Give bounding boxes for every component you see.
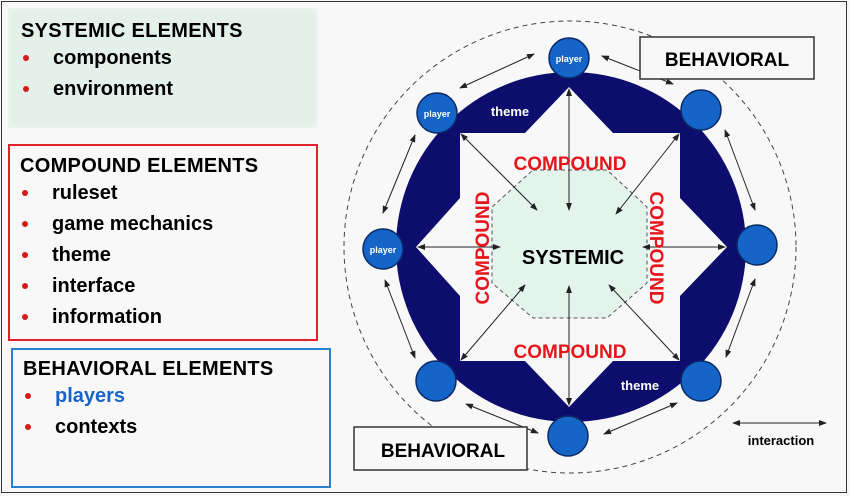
item-label: information xyxy=(52,306,162,328)
player-label: player xyxy=(424,109,451,119)
arrow xyxy=(725,278,756,358)
player-node xyxy=(680,360,722,402)
arrow xyxy=(724,129,756,211)
arrow xyxy=(459,53,535,89)
arrow xyxy=(603,402,678,435)
player-node xyxy=(362,228,404,270)
bullet-icon xyxy=(23,86,29,92)
arrow xyxy=(460,133,538,211)
compound-label-right: COMPOUND xyxy=(645,192,666,305)
theme-label: theme xyxy=(621,378,659,393)
arrow xyxy=(615,133,680,215)
behavioral-box-top xyxy=(639,36,815,80)
item-label: players xyxy=(55,385,126,407)
player-node xyxy=(547,415,589,457)
behavioral-boundary xyxy=(343,20,797,474)
bullet-icon xyxy=(25,393,31,399)
bullet-icon xyxy=(22,252,28,258)
behavioral-label-bottom: BEHAVIORAL xyxy=(381,441,506,462)
bullet-icon xyxy=(22,314,28,320)
item-label: contexts xyxy=(55,416,138,438)
list-item: information xyxy=(10,302,316,333)
player-label: player xyxy=(556,54,583,64)
interaction-legend-label: interaction xyxy=(748,433,815,448)
player-label: player xyxy=(370,245,397,255)
arrow xyxy=(460,284,526,361)
arrow xyxy=(608,284,680,361)
player-nodes xyxy=(362,37,778,457)
compound-label-left: COMPOUND xyxy=(473,192,494,305)
systemic-elements-title: SYSTEMIC ELEMENTS xyxy=(21,20,243,42)
player-node xyxy=(548,37,590,79)
list-item: components xyxy=(11,43,315,74)
behavioral-elements-title: BEHAVIORAL ELEMENTS xyxy=(23,358,274,380)
player-node xyxy=(416,92,458,134)
list-item: interface xyxy=(10,271,316,302)
arrow xyxy=(382,134,416,214)
bullet-icon xyxy=(22,190,28,196)
item-label: interface xyxy=(52,275,136,297)
theme-label: theme xyxy=(491,104,529,119)
player-node xyxy=(736,224,778,266)
bullet-icon xyxy=(23,55,29,61)
list-item: game mechanics xyxy=(10,209,316,240)
systemic-elements-box: SYSTEMIC ELEMENTS components environment xyxy=(8,8,318,128)
compound-elements-title: COMPOUND ELEMENTS xyxy=(20,155,259,177)
list-item: contexts xyxy=(13,412,329,443)
bullet-icon xyxy=(25,424,31,430)
item-label: theme xyxy=(52,244,111,266)
behavioral-label-top: BEHAVIORAL xyxy=(665,50,790,71)
compound-label-bottom: COMPOUND xyxy=(514,342,627,363)
compound-elements-box: COMPOUND ELEMENTS ruleset game mechanics… xyxy=(8,144,318,341)
player-node xyxy=(415,360,457,402)
radial-arrows xyxy=(417,88,726,406)
list-item: players xyxy=(13,381,329,412)
item-label: components xyxy=(53,47,172,69)
arrow xyxy=(384,279,416,359)
systemic-center-label: SYSTEMIC xyxy=(522,247,624,269)
compound-label-top: COMPOUND xyxy=(514,154,627,175)
behavioral-box-bottom xyxy=(353,426,528,471)
player-node xyxy=(680,89,722,131)
bullet-icon xyxy=(22,283,28,289)
item-label: game mechanics xyxy=(52,213,214,235)
bullet-icon xyxy=(22,221,28,227)
item-label: ruleset xyxy=(52,182,118,204)
item-label: environment xyxy=(53,78,174,100)
list-item: theme xyxy=(10,240,316,271)
list-item: ruleset xyxy=(10,178,316,209)
list-item: environment xyxy=(11,74,315,105)
interaction-arrows xyxy=(382,53,756,435)
behavioral-elements-box: BEHAVIORAL ELEMENTS players contexts xyxy=(11,348,331,488)
